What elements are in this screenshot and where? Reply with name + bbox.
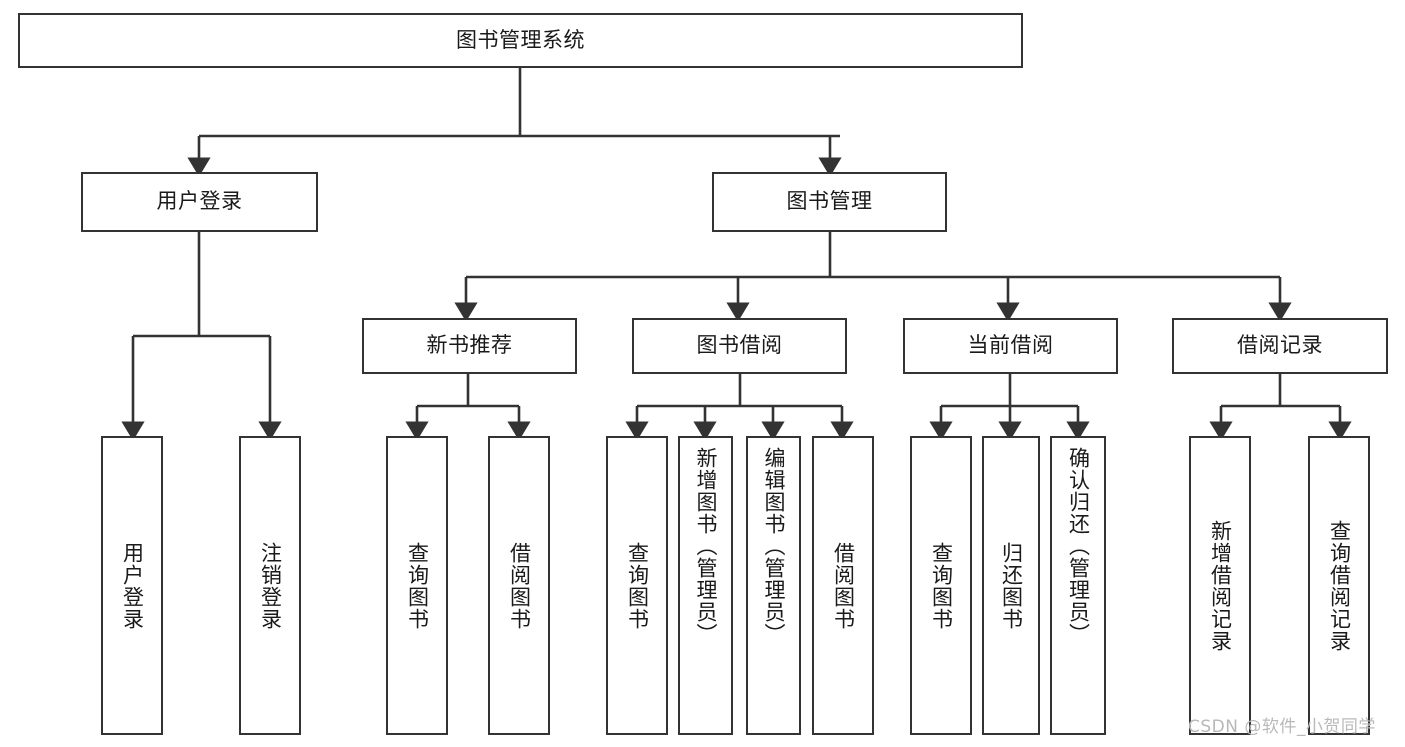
node-label: 编辑图书（管理员） (761, 447, 786, 645)
node-label: 图书管理 (786, 189, 873, 214)
node-label: 新书推荐 (426, 333, 513, 358)
node-label: 归还图书 (999, 541, 1024, 630)
node-current-borrow[interactable]: 当前借阅 (903, 318, 1118, 374)
node-label: 注销登录 (258, 541, 283, 630)
leaf-add-book-admin[interactable]: 新增图书（管理员） (678, 436, 733, 735)
node-label: 借阅记录 (1237, 333, 1323, 358)
node-label: 查询图书 (625, 541, 650, 630)
node-new-book-recommend[interactable]: 新书推荐 (362, 318, 577, 374)
leaf-user-logout[interactable]: 注销登录 (239, 436, 301, 735)
node-user-login[interactable]: 用户登录 (81, 172, 318, 232)
node-label: 借阅图书 (831, 541, 856, 630)
node-borrow-record[interactable]: 借阅记录 (1172, 318, 1388, 374)
csdn-watermark: CSDN @软件_小贺同学 (1188, 717, 1376, 737)
node-label: 确认归还（管理员） (1066, 447, 1091, 645)
node-label: 图书借阅 (696, 333, 783, 358)
leaf-return-book[interactable]: 归还图书 (982, 436, 1040, 735)
node-label: 新增借阅记录 (1208, 519, 1233, 652)
node-label: 图书管理系统 (456, 27, 585, 52)
leaf-borrow-book[interactable]: 借阅图书 (812, 436, 874, 735)
node-book-borrow[interactable]: 图书借阅 (632, 318, 847, 374)
leaf-borrow-book-recommend[interactable]: 借阅图书 (488, 436, 550, 735)
node-label: 用户登录 (156, 189, 243, 214)
node-label: 查询图书 (405, 541, 430, 630)
node-label: 当前借阅 (967, 333, 1054, 358)
leaf-query-borrow-record[interactable]: 查询借阅记录 (1308, 436, 1370, 735)
leaf-edit-book-admin[interactable]: 编辑图书（管理员） (746, 436, 801, 735)
leaf-query-book-current[interactable]: 查询图书 (910, 436, 972, 735)
node-root-book-management-system[interactable]: 图书管理系统 (18, 13, 1023, 68)
node-label: 查询借阅记录 (1327, 519, 1352, 652)
node-label: 新增图书（管理员） (693, 447, 718, 645)
node-label: 查询图书 (929, 541, 954, 630)
leaf-add-borrow-record[interactable]: 新增借阅记录 (1189, 436, 1251, 735)
node-book-management[interactable]: 图书管理 (712, 172, 947, 232)
node-label: 用户登录 (120, 541, 145, 630)
leaf-query-book-borrow[interactable]: 查询图书 (606, 436, 668, 735)
node-label: 借阅图书 (507, 541, 532, 630)
leaf-query-book-recommend[interactable]: 查询图书 (386, 436, 448, 735)
leaf-user-login[interactable]: 用户登录 (101, 436, 163, 735)
leaf-confirm-return-admin[interactable]: 确认归还（管理员） (1050, 436, 1106, 735)
